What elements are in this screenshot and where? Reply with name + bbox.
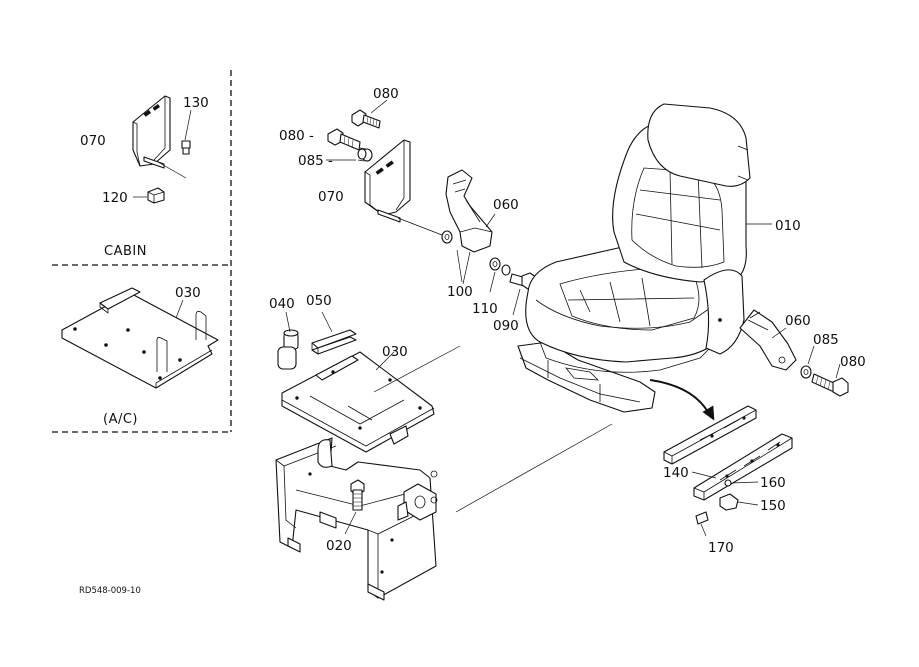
label-080-top: 080	[373, 86, 399, 102]
plate-030	[281, 351, 435, 453]
label-110: 110	[472, 301, 498, 317]
slide-rail-140	[663, 405, 757, 465]
cabin-bolt-130	[181, 140, 191, 155]
seat-belt-060-right	[739, 309, 797, 371]
section-label-ac: (A/C)	[103, 412, 138, 427]
bolt-080-right	[811, 373, 849, 397]
seat-belt-060-left	[445, 169, 493, 253]
bolt-080-top	[351, 109, 381, 129]
section-label-cabin: CABIN	[104, 244, 147, 259]
ac-plate-030	[61, 287, 219, 389]
assembly-lines	[373, 345, 613, 513]
label-170: 170	[708, 540, 734, 556]
slide-rail-parts-150-160-170	[691, 471, 759, 537]
bracket-leaders	[326, 99, 388, 161]
label-060: 060	[493, 197, 519, 213]
cabin-nut-120	[147, 187, 165, 204]
label-085-left: 085 -	[298, 153, 333, 169]
cabin-leaders	[133, 109, 192, 198]
label-080-left: 080 -	[279, 128, 314, 144]
label-060-right: 060	[785, 313, 811, 329]
washers-100-110	[441, 230, 511, 276]
belt-leaders	[456, 213, 521, 316]
label-130: 130	[183, 95, 209, 111]
label-100: 100	[447, 284, 473, 300]
drawing-code: RD548-009-10	[79, 586, 141, 596]
label-070-cabin: 070	[80, 133, 106, 149]
label-070: 070	[318, 189, 344, 205]
label-120: 120	[102, 190, 128, 206]
part-labels: CABIN (A/C) 130 070 120 030 080 080 - 08…	[79, 86, 866, 596]
label-040: 040	[269, 296, 295, 312]
slide-rail-160	[693, 433, 793, 501]
label-050: 050	[306, 293, 332, 309]
bolt-020	[344, 479, 365, 535]
right-leaders	[771, 327, 841, 379]
label-140: 140	[663, 465, 689, 481]
label-150: 150	[760, 498, 786, 514]
seat-010	[517, 103, 772, 413]
label-080-right: 080	[840, 354, 866, 370]
label-030: 030	[382, 344, 408, 360]
label-085-right: 085	[813, 332, 839, 348]
direction-arrow	[649, 379, 715, 421]
pin-040	[277, 311, 299, 370]
base-frame-020	[275, 437, 438, 601]
label-090: 090	[493, 318, 519, 334]
washer-085-right	[800, 365, 812, 379]
label-030-ac: 030	[175, 285, 201, 301]
label-160: 160	[760, 475, 786, 491]
bracket-070	[364, 139, 443, 236]
label-010: 010	[775, 218, 801, 234]
bolt-080-left	[327, 128, 361, 151]
cabin-bracket-070	[132, 95, 187, 179]
washer-085-left	[357, 147, 373, 162]
label-020: 020	[326, 538, 352, 554]
pad-050	[311, 311, 357, 355]
